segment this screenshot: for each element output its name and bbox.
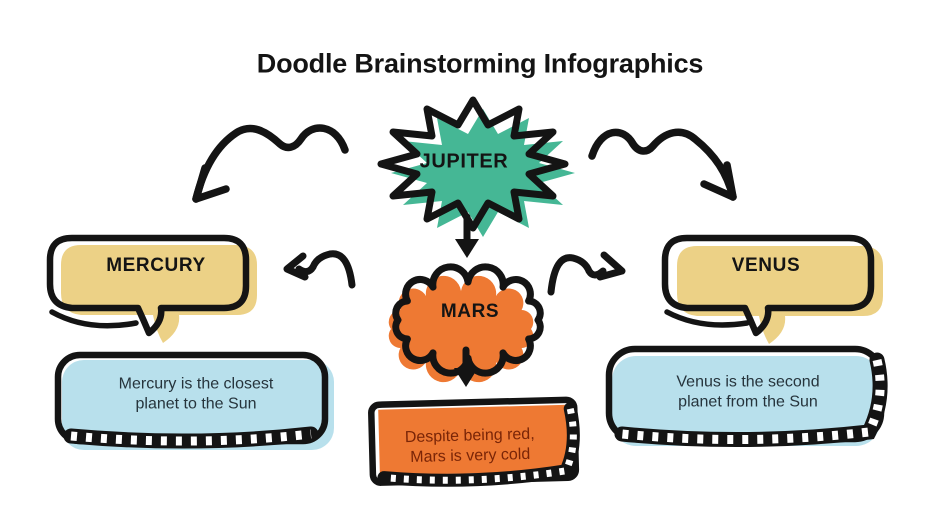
note-line: Despite being red,	[404, 425, 535, 447]
node-label-mars: MARS	[440, 301, 500, 322]
page-title: Doodle Brainstorming Infographics	[256, 48, 704, 79]
venus-bubble-shape	[661, 234, 883, 344]
jupiter-burst-fill	[391, 109, 575, 237]
note-fill	[612, 356, 880, 446]
jupiter-burst-shape	[377, 96, 575, 237]
bubble-accent-stroke	[664, 309, 750, 328]
node-label-venus: VENUS	[731, 255, 801, 276]
note-line: Venus is the second	[676, 373, 820, 391]
hatch-ticks	[383, 407, 577, 484]
mars-cloud-shape	[388, 263, 544, 383]
jupiter-burst-outline	[377, 96, 569, 232]
bubble-fill	[61, 245, 257, 343]
bubble-accent-stroke	[49, 309, 139, 329]
bubble-outline	[661, 234, 875, 337]
note-mercury: Mercury is the closest planet to the Sun	[119, 374, 274, 413]
arrow-mars-to-venus	[547, 251, 626, 296]
mercury-bubble-shape	[46, 234, 257, 343]
bubble-outline	[46, 234, 250, 337]
bubble-fill	[677, 246, 883, 344]
note-box-venus-shape	[605, 345, 888, 448]
note-box-mercury-shape	[54, 351, 334, 450]
arrowhead	[596, 251, 626, 281]
cloud-fill	[388, 275, 534, 383]
arrowhead	[455, 239, 479, 258]
note-mars: Despite being red, Mars is very cold	[405, 425, 536, 467]
arrow-shaft	[192, 124, 349, 203]
note-venus: Venus is the second planet from the Sun	[676, 372, 819, 411]
note-fill	[62, 360, 334, 450]
cloud-outline	[392, 263, 544, 377]
arrowhead	[454, 368, 478, 387]
hatch-ticks	[70, 429, 312, 446]
note-fill	[378, 404, 570, 476]
note-line: planet from the Sun	[678, 393, 818, 410]
node-label-mercury: MERCURY	[106, 255, 206, 276]
note-line: Mercury is the closest	[118, 375, 274, 393]
note-line: Mars is very cold	[410, 445, 531, 466]
arrow-mars-down	[454, 346, 478, 387]
note-line: planet to the Sun	[135, 395, 257, 412]
node-label-jupiter: JUPITER	[419, 150, 509, 173]
arrow-mars-to-mercury	[283, 250, 356, 289]
arrow-jupiter-down	[455, 213, 479, 258]
arrow-shaft	[547, 254, 607, 296]
note-box-mars-shape	[368, 396, 580, 487]
arrow-jupiter-to-venus	[588, 128, 737, 201]
arrowhead	[192, 164, 230, 203]
hatch-ticks	[621, 358, 885, 445]
arrow-shaft	[588, 128, 737, 201]
arrowhead	[700, 161, 737, 201]
arrowhead	[283, 252, 309, 281]
arrow-jupiter-to-mercury	[192, 124, 349, 203]
arrow-shaft	[295, 250, 356, 289]
